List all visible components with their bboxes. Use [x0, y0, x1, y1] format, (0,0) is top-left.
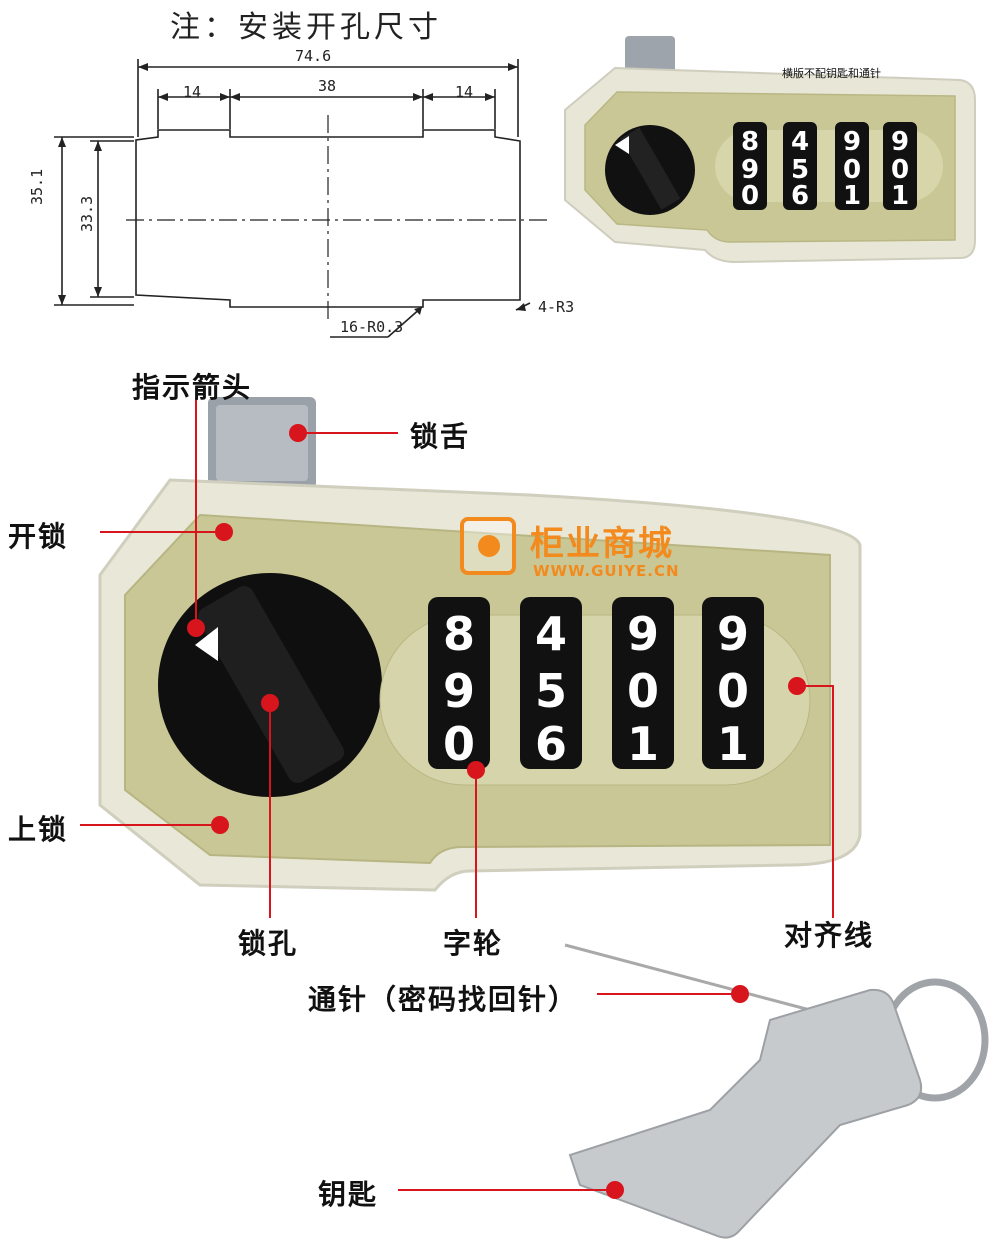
- small-dial-4-top: 9: [891, 127, 909, 157]
- dim-right-width: 14: [455, 83, 474, 101]
- marker-arrow: [187, 619, 205, 637]
- dim-total-width: 74.6: [295, 47, 332, 65]
- drawing-title: 注：安装开孔尺寸: [170, 10, 442, 45]
- dial-2-middle: 5: [535, 664, 567, 718]
- label-align-line: 对齐线: [784, 919, 875, 952]
- dial-2-top: 4: [535, 607, 567, 661]
- dial-4-middle: 0: [717, 664, 749, 718]
- dial-3-top: 9: [627, 607, 659, 661]
- dim-radius-b: 4-R3: [538, 298, 575, 316]
- small-dial-3-top: 9: [843, 127, 861, 157]
- product-photo-small: 8 4 9 9 9 5 0 0 0 6 1 1: [564, 36, 976, 264]
- dial-4-top: 9: [717, 607, 749, 661]
- indicator-arrow: [195, 627, 218, 661]
- key-illustration: [564, 943, 989, 1239]
- cutout-drawing: [54, 59, 550, 338]
- marker-lock: [211, 816, 229, 834]
- dial-3-middle: 0: [627, 664, 659, 718]
- small-dial-3-bot: 1: [843, 181, 861, 211]
- marker-pin: [731, 985, 749, 1003]
- dial-1-middle: 9: [443, 664, 475, 718]
- photo-note: 横版不配钥匙和通针: [782, 67, 881, 80]
- dial-3-bottom: 1: [627, 717, 659, 771]
- pin: [564, 943, 811, 1012]
- marker-unlock: [215, 523, 233, 541]
- dim-radius-a: 16-R0.3: [340, 318, 404, 336]
- small-dial-1-bot: 0: [741, 181, 759, 211]
- label-bolt: 锁舌: [410, 420, 471, 453]
- dial-4-bottom: 1: [717, 717, 749, 771]
- small-dial-1-top: 8: [741, 127, 759, 157]
- small-dial-3-mid: 0: [843, 155, 861, 185]
- dial-1-bottom: 0: [443, 717, 475, 771]
- label-indicator-arrow: 指示箭头: [132, 371, 253, 404]
- marker-bolt: [289, 424, 307, 442]
- brand-name: 柜业商城: [530, 524, 674, 564]
- marker-align: [788, 677, 806, 695]
- label-keyhole: 锁孔: [238, 927, 299, 960]
- marker-key: [606, 1181, 624, 1199]
- dial-1-top: 8: [443, 607, 475, 661]
- key: [568, 988, 923, 1239]
- label-wheel: 字轮: [443, 927, 504, 960]
- label-pin: 通针（密码找回针）: [308, 983, 579, 1016]
- dial-2-bottom: 6: [535, 717, 567, 771]
- small-dial-4-bot: 1: [891, 181, 909, 211]
- small-dial-2-mid: 5: [791, 155, 809, 185]
- small-dials: [733, 122, 917, 210]
- dials-large: [428, 597, 764, 769]
- marker-keyhole: [261, 694, 279, 712]
- label-lock: 上锁: [8, 813, 69, 846]
- small-dial-2-bot: 6: [791, 181, 809, 211]
- brand-logo-icon: [460, 517, 516, 575]
- marker-wheel: [467, 761, 485, 779]
- small-dial-2-top: 4: [791, 127, 809, 157]
- dim-left-width: 14: [183, 83, 202, 101]
- dim-center-width: 38: [318, 77, 337, 95]
- label-key: 钥匙: [318, 1178, 379, 1211]
- brand-url: WWW.GUIYE.CN: [533, 562, 680, 580]
- lock-illustration: 8 4 9 9 9 5 0 0 0 6 1 1: [98, 397, 862, 892]
- small-dial-1-mid: 9: [741, 155, 759, 185]
- small-dial-4-mid: 0: [891, 155, 909, 185]
- label-unlock: 开锁: [8, 520, 69, 553]
